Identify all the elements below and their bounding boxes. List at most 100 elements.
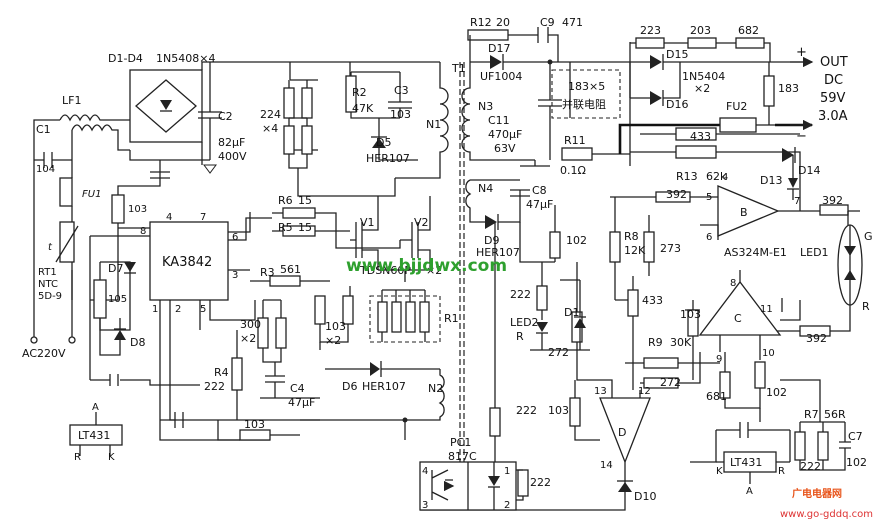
svg-text:R: R bbox=[862, 300, 870, 313]
svg-text:A: A bbox=[92, 402, 99, 413]
svg-text:D10: D10 bbox=[634, 490, 656, 503]
resistor-105 bbox=[93, 279, 107, 319]
controller-section bbox=[89, 178, 330, 441]
svg-text:56R: 56R bbox=[824, 408, 846, 421]
svg-text:103: 103 bbox=[128, 204, 147, 215]
svg-text:392: 392 bbox=[666, 188, 687, 201]
svg-text:A: A bbox=[746, 486, 753, 497]
svg-text:47μF: 47μF bbox=[526, 198, 553, 211]
svg-text:2: 2 bbox=[175, 304, 181, 315]
svg-text:B: B bbox=[740, 206, 748, 219]
svg-text:8: 8 bbox=[730, 278, 736, 289]
svg-text:272: 272 bbox=[548, 346, 569, 359]
svg-text:183: 183 bbox=[778, 82, 799, 95]
ac-input bbox=[30, 114, 130, 344]
svg-text:D17: D17 bbox=[488, 42, 510, 55]
svg-text:273: 273 bbox=[660, 242, 681, 255]
svg-text:103: 103 bbox=[325, 320, 346, 333]
svg-text:4: 4 bbox=[722, 172, 728, 183]
svg-text:N2: N2 bbox=[428, 382, 443, 395]
svg-text:D6: D6 bbox=[342, 380, 357, 393]
svg-text:1: 1 bbox=[504, 466, 510, 477]
svg-text:R: R bbox=[516, 330, 524, 343]
svg-text:1: 1 bbox=[152, 304, 158, 315]
svg-text:−: − bbox=[796, 129, 807, 144]
svg-text:并联电阻: 并联电阻 bbox=[562, 97, 606, 111]
svg-text:681: 681 bbox=[706, 390, 727, 403]
fuse-fu2 bbox=[719, 117, 757, 133]
labels: AC220V LF1 C1 104 FU1 t RT1 NTC 5D-9 D1-… bbox=[22, 16, 873, 511]
svg-text:V1: V1 bbox=[360, 216, 375, 229]
svg-text:30K: 30K bbox=[670, 336, 692, 349]
svg-text:×2: ×2 bbox=[426, 264, 442, 277]
svg-text:广电电器网: 广电电器网 bbox=[792, 487, 842, 500]
svg-text:11: 11 bbox=[760, 304, 773, 315]
svg-text:D1: D1 bbox=[564, 306, 579, 319]
svg-text:N3: N3 bbox=[478, 100, 493, 113]
svg-text:5: 5 bbox=[706, 192, 712, 203]
svg-text:15: 15 bbox=[298, 221, 312, 234]
svg-text:47μF: 47μF bbox=[288, 396, 315, 409]
svg-text:4: 4 bbox=[166, 212, 172, 223]
svg-text:LT431: LT431 bbox=[730, 456, 762, 469]
svg-text:R5: R5 bbox=[278, 221, 293, 234]
svg-text:102: 102 bbox=[566, 234, 587, 247]
ntc-thermistor-rt1 bbox=[59, 221, 75, 263]
svg-text:12K: 12K bbox=[624, 244, 646, 257]
svg-text:t: t bbox=[48, 242, 53, 253]
primary-snubber bbox=[283, 62, 465, 480]
svg-text:392: 392 bbox=[822, 194, 843, 207]
svg-text:D16: D16 bbox=[666, 98, 688, 111]
svg-text:D14: D14 bbox=[798, 164, 820, 177]
svg-text:DC: DC bbox=[824, 73, 843, 88]
ka3842-ic bbox=[149, 221, 229, 301]
svg-text:D13: D13 bbox=[760, 174, 782, 187]
svg-text:C1: C1 bbox=[36, 123, 51, 136]
svg-text:433: 433 bbox=[690, 130, 711, 143]
svg-text:R8: R8 bbox=[624, 230, 639, 243]
svg-text:300: 300 bbox=[240, 318, 261, 331]
svg-text:3.0A: 3.0A bbox=[818, 109, 848, 124]
svg-text:14: 14 bbox=[600, 460, 613, 471]
svg-text:63V: 63V bbox=[494, 142, 516, 155]
svg-text:R7: R7 bbox=[804, 408, 819, 421]
svg-text:K: K bbox=[108, 452, 115, 463]
svg-text:D1-D4: D1-D4 bbox=[108, 52, 143, 65]
svg-text:D9: D9 bbox=[484, 234, 499, 247]
svg-text:103: 103 bbox=[244, 418, 265, 431]
svg-text:10: 10 bbox=[762, 348, 775, 359]
svg-text:103: 103 bbox=[680, 308, 701, 321]
svg-text:C9: C9 bbox=[540, 16, 555, 29]
tl431-right bbox=[690, 379, 851, 484]
svg-text:222: 222 bbox=[204, 380, 225, 393]
svg-text:D7: D7 bbox=[108, 262, 123, 275]
svg-text:R13: R13 bbox=[676, 170, 698, 183]
tl431-left bbox=[69, 412, 123, 456]
svg-text:N1: N1 bbox=[426, 118, 441, 131]
secondary-section bbox=[461, 27, 814, 263]
svg-text:105: 105 bbox=[108, 294, 127, 305]
svg-text:AS324M-E1: AS324M-E1 bbox=[724, 246, 787, 259]
svg-text:K: K bbox=[716, 466, 723, 477]
svg-text:183×5: 183×5 bbox=[568, 80, 605, 93]
svg-text:103: 103 bbox=[390, 108, 411, 121]
svg-text:R11: R11 bbox=[564, 134, 586, 147]
svg-text:NTC: NTC bbox=[38, 279, 58, 290]
svg-text:UF1004: UF1004 bbox=[480, 70, 522, 83]
svg-text:LED1: LED1 bbox=[800, 246, 829, 259]
svg-text:222: 222 bbox=[516, 404, 537, 417]
svg-text:R4: R4 bbox=[214, 366, 229, 379]
mosfet-pair bbox=[272, 196, 445, 440]
svg-text:C7: C7 bbox=[848, 430, 863, 443]
svg-text:C4: C4 bbox=[290, 382, 305, 395]
svg-text:817C: 817C bbox=[448, 450, 477, 463]
svg-text:6: 6 bbox=[232, 232, 238, 243]
svg-text:C8: C8 bbox=[532, 184, 547, 197]
svg-text:470μF: 470μF bbox=[488, 128, 522, 141]
svg-text:LED2: LED2 bbox=[510, 316, 539, 329]
svg-text:6: 6 bbox=[706, 232, 712, 243]
svg-text:82μF: 82μF bbox=[218, 136, 245, 149]
svg-text:HER107: HER107 bbox=[366, 152, 410, 165]
svg-text:OUT: OUT bbox=[820, 55, 848, 70]
